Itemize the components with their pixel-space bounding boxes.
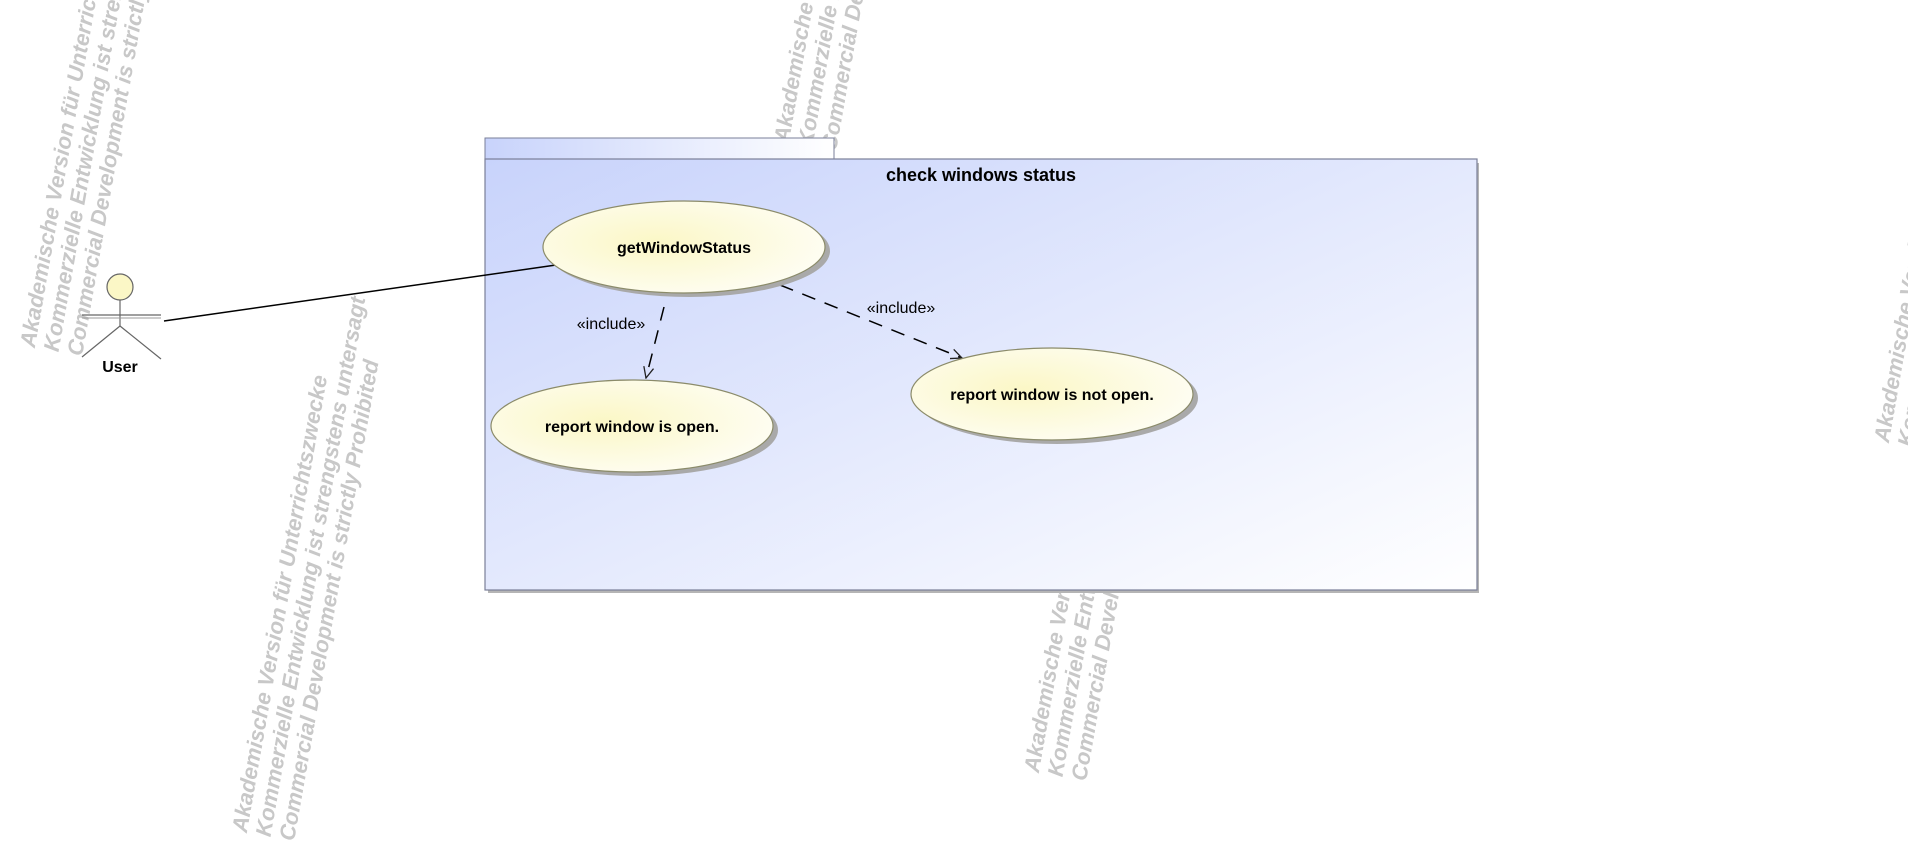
usecase-label: getWindowStatus bbox=[617, 240, 751, 257]
actor-head bbox=[106, 273, 134, 301]
usecase-ellipse bbox=[910, 347, 1194, 441]
include-relationship-not-open[interactable]: «include» bbox=[779, 284, 962, 358]
association-line[interactable] bbox=[163, 264, 557, 322]
include-relationship-open[interactable]: «include» bbox=[577, 306, 665, 378]
usecase-report-window-open[interactable]: report window is open. bbox=[490, 379, 778, 476]
package-title: check windows status bbox=[886, 165, 1076, 185]
usecase-report-window-not-open[interactable]: report window is not open. bbox=[910, 347, 1198, 444]
usecase-label: report window is open. bbox=[545, 419, 719, 436]
include-arrow bbox=[646, 306, 665, 378]
usecase-label: report window is not open. bbox=[950, 387, 1154, 404]
include-label: «include» bbox=[577, 316, 646, 333]
package-tab bbox=[484, 137, 835, 161]
include-label: «include» bbox=[867, 300, 936, 317]
actor-user[interactable]: User bbox=[81, 273, 162, 376]
actor-label: User bbox=[102, 359, 138, 376]
usecase-ellipse bbox=[490, 379, 774, 473]
actor-leg-left bbox=[81, 325, 121, 358]
usecase-ellipse bbox=[542, 200, 826, 294]
usecase-getwindowstatus[interactable]: getWindowStatus bbox=[542, 200, 830, 297]
include-arrow bbox=[779, 284, 962, 358]
actor-leg-right bbox=[119, 325, 162, 360]
uml-diagram-canvas: check windows status User «include» «inc… bbox=[81, 137, 1479, 593]
